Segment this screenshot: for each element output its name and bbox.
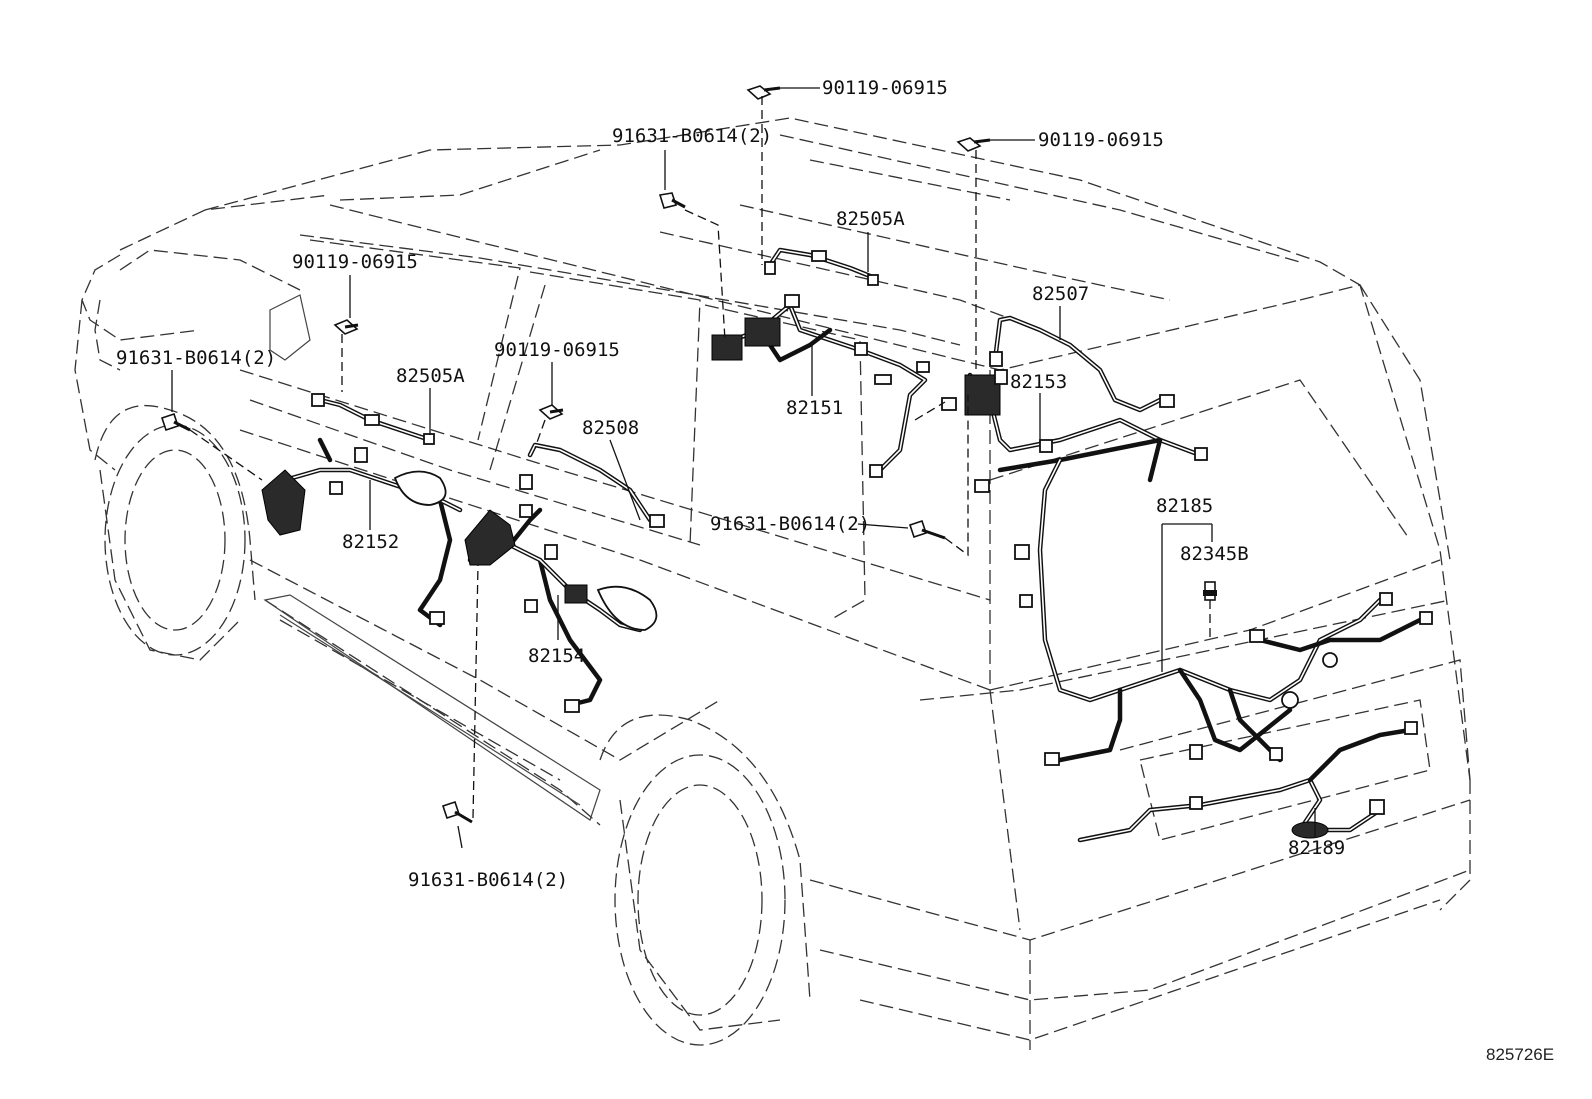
label-harness-front-door-upper: 82505A — [396, 365, 465, 387]
label-clip-mid-right: 91631-B0614(2) — [710, 513, 870, 535]
bolt-icon-top-center — [746, 85, 781, 100]
label-bolt-left-front: 90119-06915 — [292, 251, 418, 273]
harness-rear-door — [464, 504, 658, 713]
harness-front-door-upper — [311, 393, 435, 445]
harness-back-door — [997, 437, 1433, 766]
harness-quarter — [964, 369, 1208, 493]
figure-id: 825726E — [1486, 1045, 1554, 1064]
label-harness-back-door-group: 82185 — [1156, 495, 1213, 517]
label-clip-bottom: 91631-B0614(2) — [408, 869, 568, 891]
bolt-icon-top-right — [956, 137, 991, 152]
label-bolt-mid: 90119-06915 — [494, 339, 620, 361]
label-harness-license: 82189 — [1288, 837, 1345, 859]
harness-rear-door-upper — [519, 442, 665, 528]
label-harness-rear-door-upper: 82508 — [582, 417, 639, 439]
label-harness-quarter: 82153 — [1010, 371, 1067, 393]
harness-floor — [711, 294, 957, 478]
label-harness-front-door: 82152 — [342, 531, 399, 553]
clip-icon-mid-right — [908, 519, 946, 540]
harness-license — [1077, 721, 1418, 843]
label-harness-back-door-sub: 82345B — [1180, 543, 1249, 565]
label-clip-top: 91631-B0614(2) — [612, 125, 772, 147]
installation-guides — [189, 96, 1211, 819]
harness-roof-front — [764, 247, 879, 286]
part-labels: 90119-06915 90119-06915 91631-B0614(2) 8… — [116, 77, 1554, 1064]
label-harness-roof-front: 82505A — [836, 208, 905, 230]
label-clip-left-front: 91631-B0614(2) — [116, 347, 276, 369]
label-harness-rear-door: 82154 — [528, 645, 585, 667]
clip-icon-left-front — [160, 412, 191, 432]
label-harness-floor: 82151 — [786, 397, 843, 419]
leader-lines — [171, 87, 1316, 849]
clip-icon-top — [658, 192, 686, 209]
clip-icon-bottom — [441, 800, 473, 824]
label-bolt-top-right: 90119-06915 — [1038, 129, 1164, 151]
bolt-icon-left-front — [333, 319, 359, 335]
vehicle-body-outline — [74, 117, 1471, 1050]
harness-front-door — [261, 437, 463, 628]
label-harness-roof-rear: 82507 — [1032, 283, 1089, 305]
bolt-icon-mid — [538, 404, 564, 420]
grommet-icon-back-door — [1203, 581, 1217, 601]
label-bolt-top-center: 90119-06915 — [822, 77, 948, 99]
harness-roof-rear — [989, 315, 1175, 413]
